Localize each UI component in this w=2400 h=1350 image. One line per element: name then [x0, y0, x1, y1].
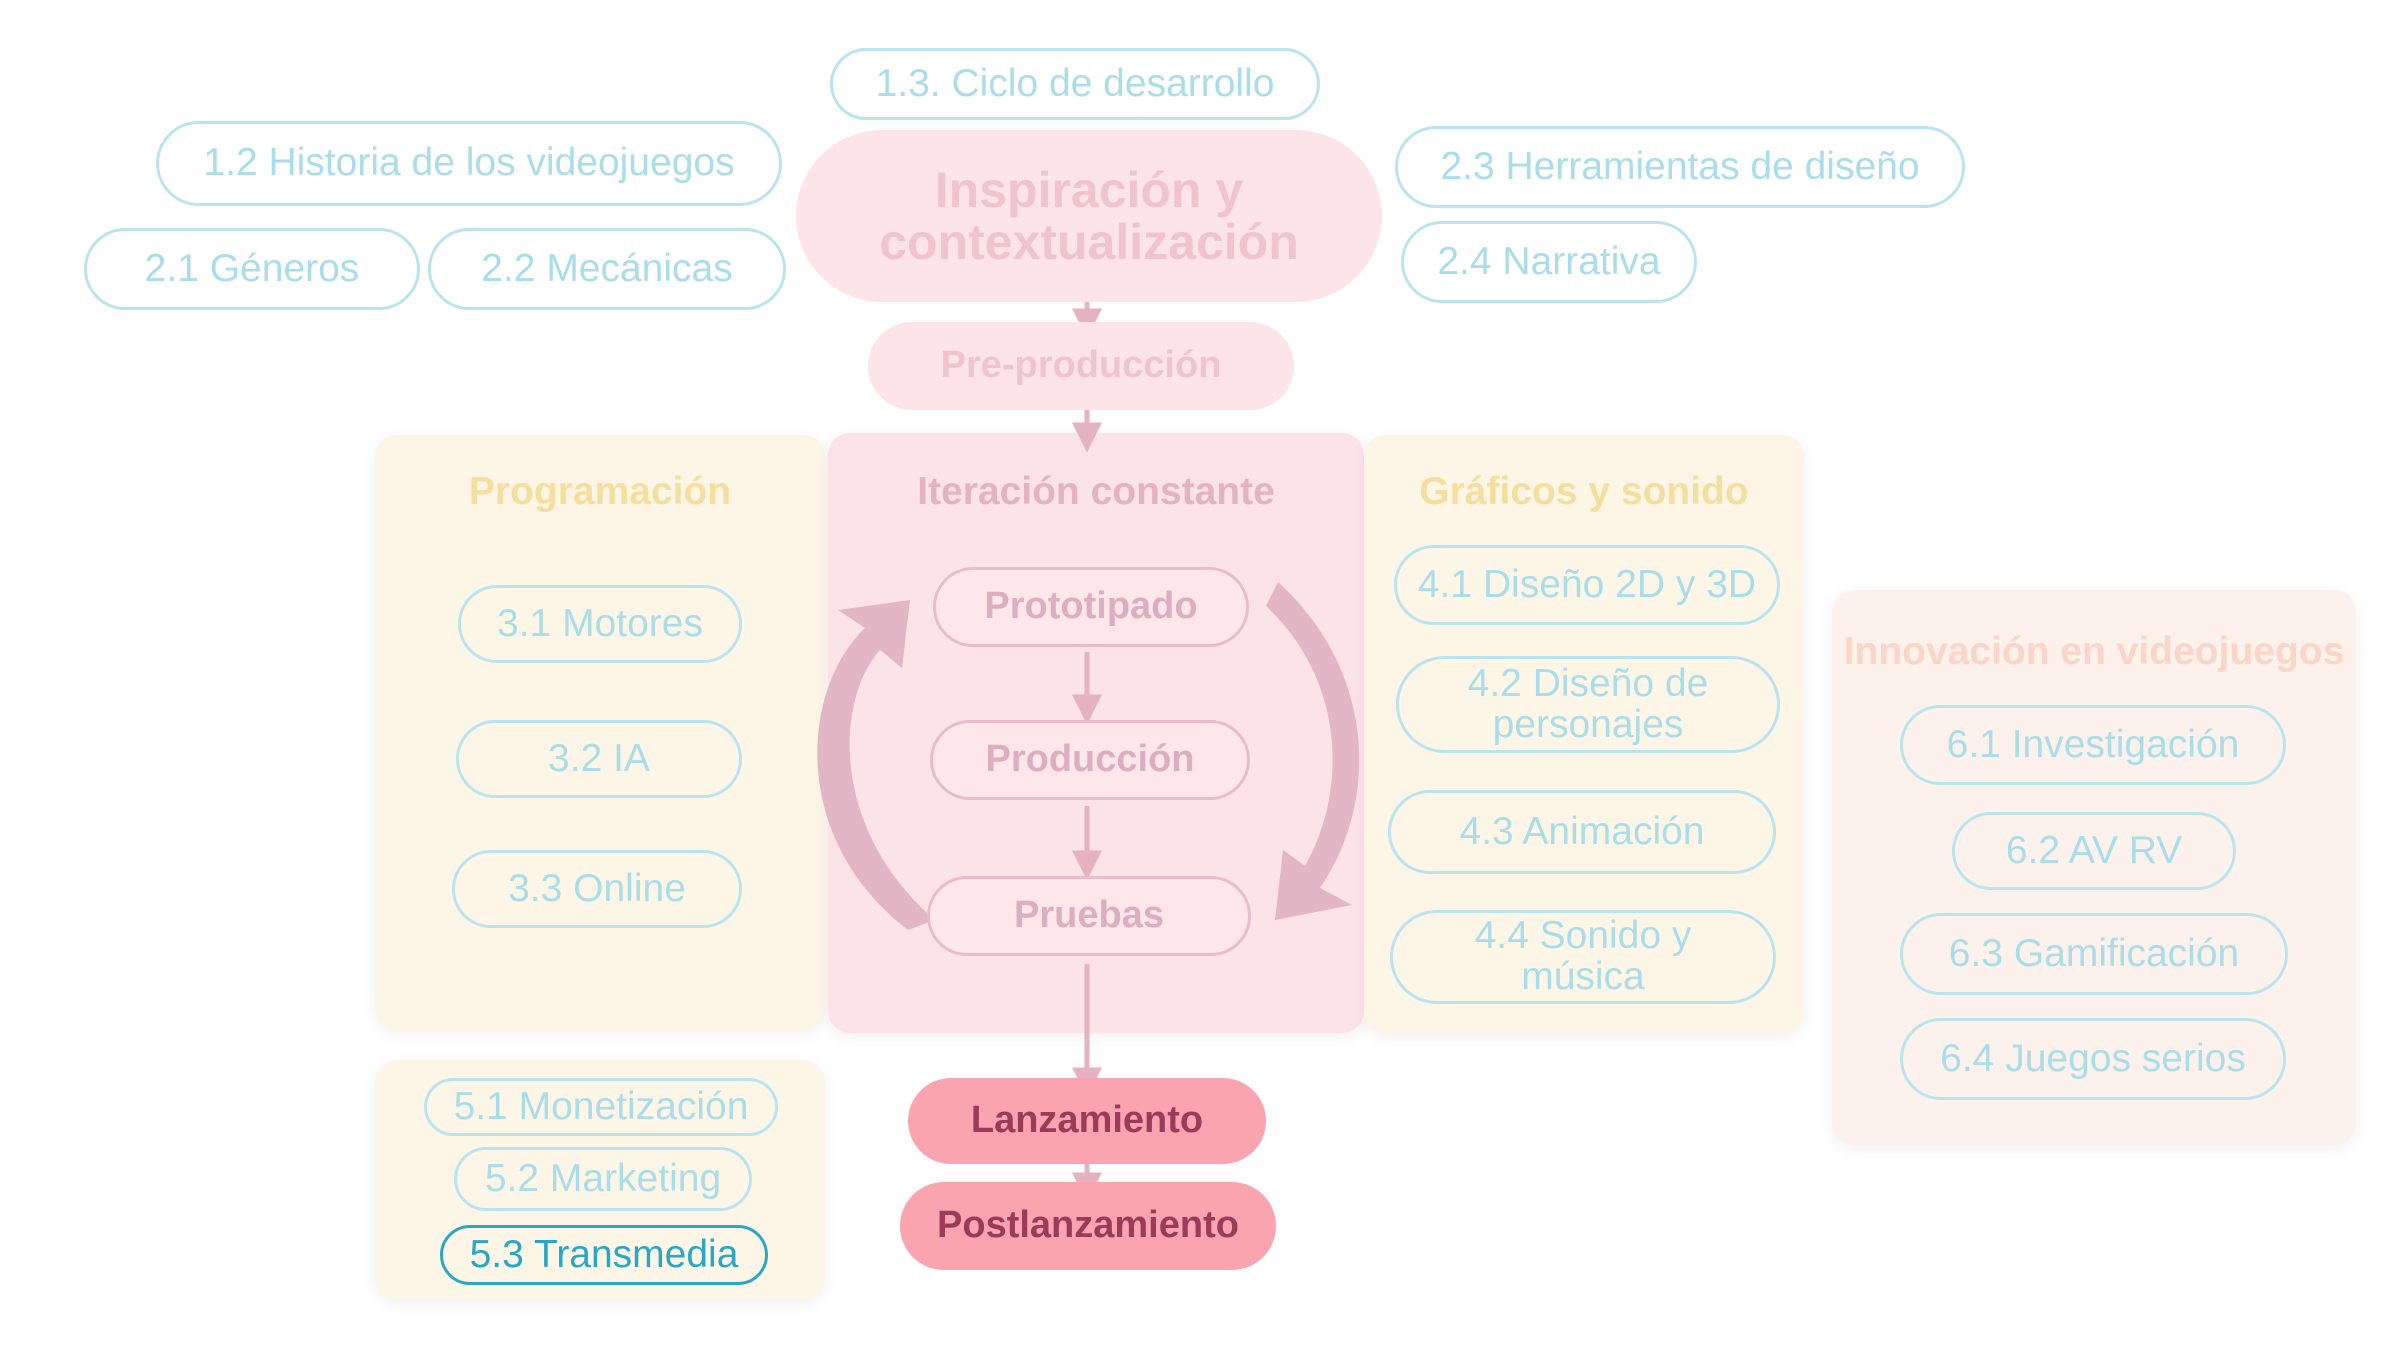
negocio-item-marketing[interactable]: 5.2 Marketing — [454, 1147, 752, 1211]
innovacion-item-av-rv[interactable]: 6.2 AV RV — [1952, 812, 2236, 890]
topic-2-2[interactable]: 2.2 Mecánicas — [428, 228, 786, 310]
graficos-item-sonido[interactable]: 4.4 Sonido y música — [1390, 910, 1776, 1004]
iteracion-title: Iteración constante — [917, 470, 1275, 513]
inspiracion-node[interactable]: Inspiración y contextualización — [796, 130, 1382, 302]
programacion-item-online[interactable]: 3.3 Online — [452, 850, 742, 928]
innovacion-item-gamificacion[interactable]: 6.3 Gamificación — [1900, 913, 2288, 995]
cycle-arrow-right — [1266, 582, 1360, 920]
step-produccion[interactable]: Producción — [930, 720, 1250, 800]
postlanzamiento-node[interactable]: Postlanzamiento — [900, 1182, 1276, 1270]
cycle-arrow-left — [817, 600, 935, 930]
negocio-item-transmedia[interactable]: 5.3 Transmedia — [440, 1225, 768, 1285]
topic-1-2[interactable]: 1.2 Historia de los videojuegos — [156, 121, 782, 206]
topic-2-4[interactable]: 2.4 Narrativa — [1401, 221, 1697, 303]
programacion-title: Programación — [468, 470, 732, 513]
graficos-item-personajes[interactable]: 4.2 Diseño de personajes — [1396, 656, 1780, 753]
lanzamiento-node[interactable]: Lanzamiento — [908, 1078, 1266, 1164]
graficos-item-diseno[interactable]: 4.1 Diseño 2D y 3D — [1394, 545, 1780, 625]
topic-2-1[interactable]: 2.1 Géneros — [84, 228, 420, 310]
negocio-item-monetizacion[interactable]: 5.1 Monetización — [424, 1078, 778, 1136]
programacion-item-ia[interactable]: 3.2 IA — [456, 720, 742, 798]
innovacion-item-juegos-serios[interactable]: 6.4 Juegos serios — [1900, 1018, 2286, 1100]
graficos-item-animacion[interactable]: 4.3 Animación — [1388, 790, 1776, 874]
preproduccion-node[interactable]: Pre-producción — [868, 322, 1294, 410]
step-prototipado[interactable]: Prototipado — [933, 567, 1249, 647]
topic-2-3[interactable]: 2.3 Herramientas de diseño — [1395, 126, 1965, 208]
programacion-item-motores[interactable]: 3.1 Motores — [458, 585, 742, 663]
step-pruebas[interactable]: Pruebas — [927, 876, 1251, 956]
topic-1-3[interactable]: 1.3. Ciclo de desarrollo — [830, 48, 1320, 120]
innovacion-title: Innovación en videojuegos — [1843, 630, 2345, 673]
cycle-arrows — [817, 582, 1360, 930]
innovacion-item-investigacion[interactable]: 6.1 Investigación — [1900, 705, 2286, 785]
graficos-title: Gráficos y sonido — [1419, 470, 1749, 513]
